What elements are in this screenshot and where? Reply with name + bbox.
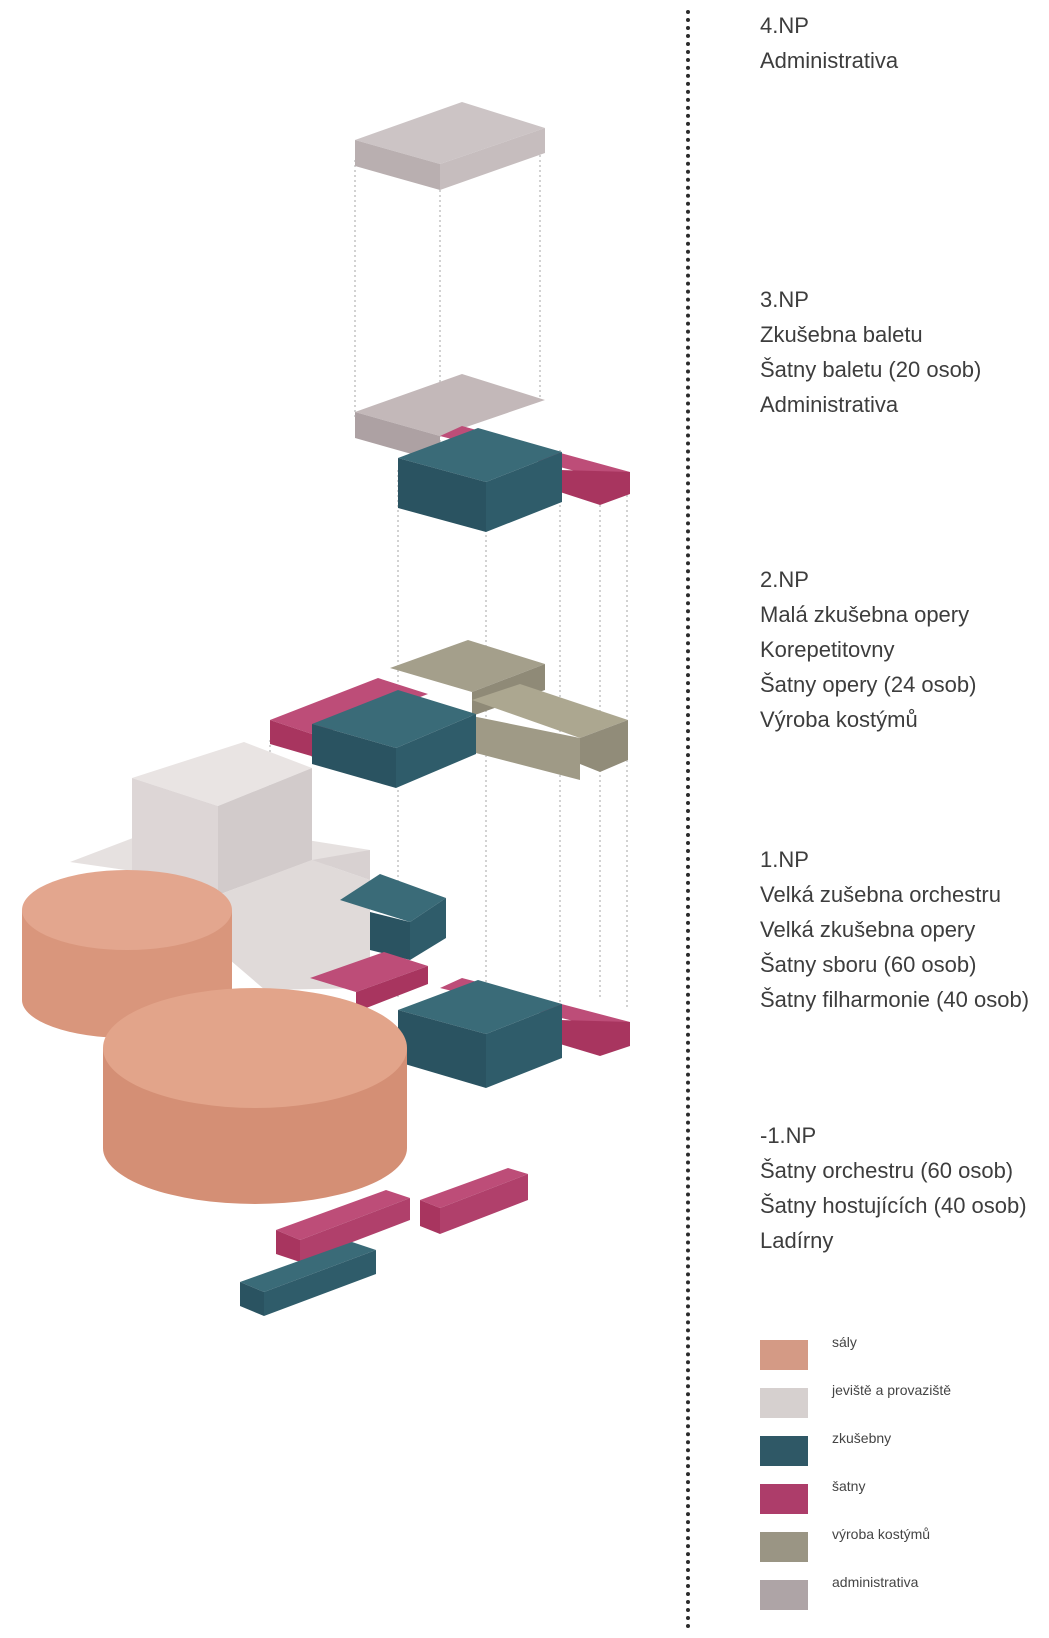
floor-minus1np: -1.NP Šatny orchestru (60 osob) Šatny ho… [760, 1118, 1027, 1258]
dotted-divider [686, 10, 690, 1630]
block-2np-satny [270, 678, 428, 758]
legend-item-administrativa: administrativa [760, 1574, 1040, 1610]
legend-item-saly: sály [760, 1334, 1040, 1370]
floor-level: 2.NP [760, 567, 809, 592]
floor-2np: 2.NP Malá zkušebna opery Korepetitovny Š… [760, 562, 976, 737]
floor-room: Šatny sboru (60 osob) [760, 952, 977, 977]
floor-level: 1.NP [760, 847, 809, 872]
block-jeviste [70, 742, 370, 990]
legend-item-satny: šatny [760, 1478, 1040, 1514]
block-2np-vyroba [390, 640, 628, 780]
block-1np-zkusebna [398, 980, 562, 1088]
legend-label: zkušebny [832, 1430, 892, 1446]
legend-swatch [760, 1580, 808, 1610]
legend-label: šatny [832, 1478, 866, 1494]
block-minus1np-zkusebna [240, 1242, 376, 1316]
floor-room: Malá zkušebna opery [760, 602, 970, 627]
floor-room: Šatny opery (24 osob) [760, 672, 977, 697]
floor-room: Administrativa [760, 48, 899, 73]
block-minus1np-satny-left [276, 1190, 410, 1262]
block-minus1np-satny-right [420, 1168, 528, 1234]
legend-swatch [760, 1484, 808, 1514]
legend-swatch [760, 1340, 808, 1370]
block-1np-zkusebna-small [340, 874, 446, 960]
floor-room: Šatny hostujících (40 osob) [760, 1193, 1027, 1218]
legend-item-jeviste: jeviště a provaziště [760, 1382, 1040, 1418]
floor-room: Šatny filharmonie (40 osob) [760, 987, 1030, 1012]
floor-level: 4.NP [760, 13, 809, 38]
block-sal-large [103, 988, 407, 1204]
legend-label: výroba kostýmů [832, 1526, 931, 1542]
legend-swatch [760, 1436, 808, 1466]
block-2np-zkusebna [312, 690, 476, 788]
floor-room: Šatny orchestru (60 osob) [760, 1158, 1014, 1183]
legend-item-vyroba: výroba kostýmů [760, 1526, 1040, 1562]
block-3np-zkusebna [398, 428, 562, 532]
floor-room: Zkušebna baletu [760, 322, 923, 347]
legend-label: sály [832, 1334, 857, 1350]
floor-level: -1.NP [760, 1123, 817, 1148]
floor-1np: 1.NP Velká zušebna orchestru Velká zkuše… [760, 842, 1029, 1017]
floor-room: Korepetitovny [760, 637, 895, 662]
floor-4np: 4.NP Administrativa [760, 8, 898, 78]
legend-swatch [760, 1532, 808, 1562]
floor-room: Velká zušebna orchestru [760, 882, 1001, 907]
floor-room: Výroba kostýmů [760, 707, 918, 732]
floor-3np: 3.NP Zkušebna baletu Šatny baletu (20 os… [760, 282, 981, 422]
block-1np-satny-small [310, 952, 428, 1012]
floor-room: Ladírny [760, 1228, 834, 1253]
block-4np-administrativa [355, 102, 545, 190]
legend-label: jeviště a provaziště [832, 1382, 952, 1398]
floor-room: Velká zkušebna opery [760, 917, 976, 942]
block-3np-administrativa [355, 374, 545, 462]
legend-swatch [760, 1388, 808, 1418]
floor-level: 3.NP [760, 287, 809, 312]
floor-room: Šatny baletu (20 osob) [760, 357, 982, 382]
floor-room: Administrativa [760, 392, 899, 417]
legend-item-zkusebny: zkušebny [760, 1430, 1040, 1466]
legend-label: administrativa [832, 1574, 919, 1590]
